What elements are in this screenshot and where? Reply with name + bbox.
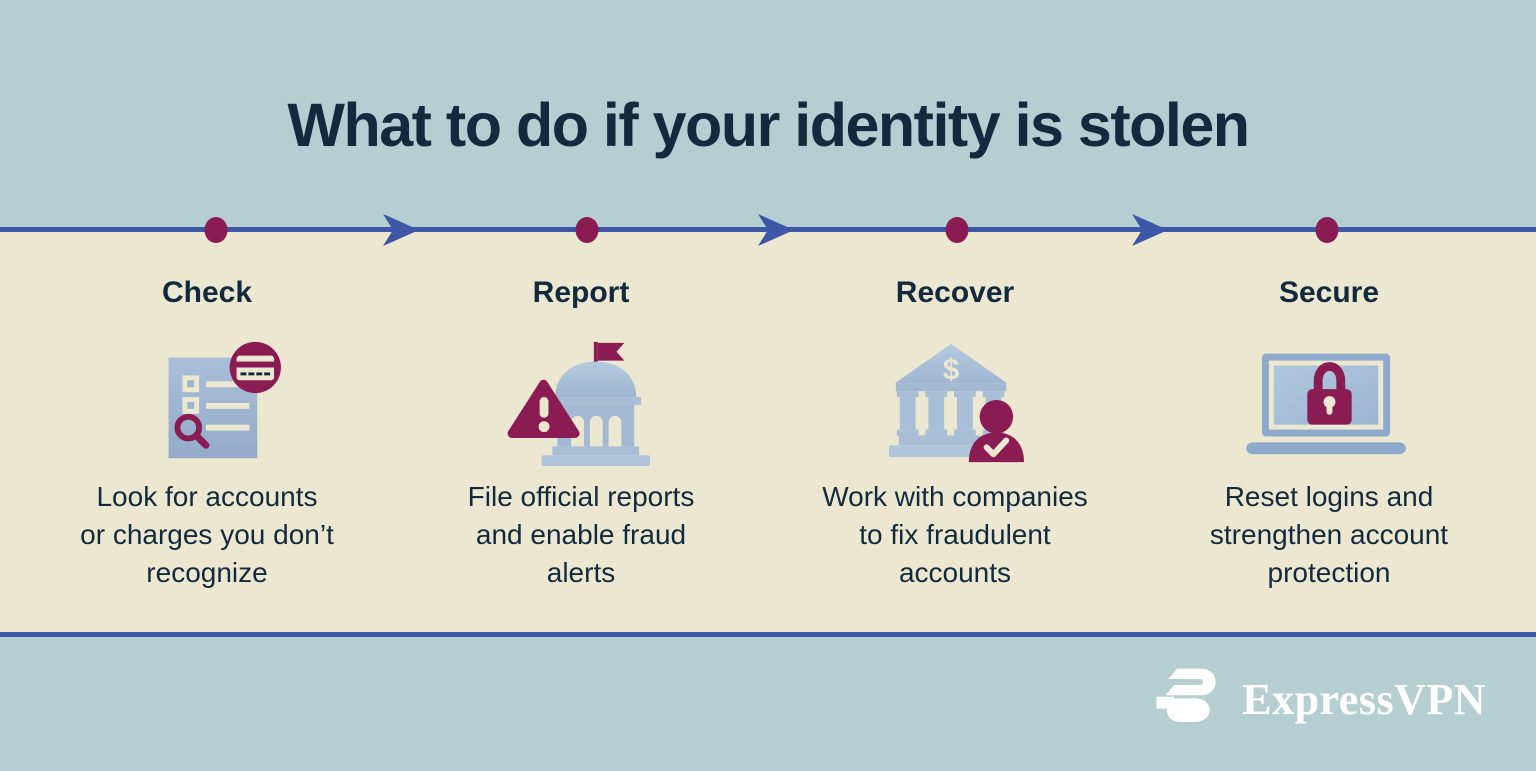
step-check-title: Check xyxy=(161,276,253,309)
timeline-arrow-icon xyxy=(383,214,419,246)
step-secure-description: Reset logins and strengthen account prot… xyxy=(1209,481,1449,588)
document-search-icon xyxy=(20,332,394,470)
timeline-dot-check xyxy=(204,217,228,243)
header-section: What to do if your identity is stolen xyxy=(0,0,1536,230)
step-report: Report xyxy=(394,276,768,592)
step-recover-title: Recover xyxy=(895,276,1015,309)
timeline-arrow-icon xyxy=(1132,214,1168,246)
steps-section: Check xyxy=(0,230,1536,632)
timeline-dot-secure xyxy=(1315,217,1339,243)
step-check-description: Look for accounts or charges you don’t r… xyxy=(80,481,334,588)
step-recover: Recover $ xyxy=(768,276,1142,592)
brand-logo: ExpressVPN xyxy=(1152,665,1486,733)
steps-row: Check xyxy=(0,230,1536,592)
footer-section: ExpressVPN xyxy=(0,637,1536,771)
brand-wordmark: ExpressVPN xyxy=(1242,674,1486,724)
step-secure: Secure xyxy=(1142,276,1516,592)
svg-text:$: $ xyxy=(943,353,960,386)
divider-line xyxy=(0,632,1536,637)
government-building-warning-icon xyxy=(394,332,768,470)
timeline-arrow-icon xyxy=(758,214,794,246)
laptop-padlock-icon xyxy=(1142,332,1516,470)
bank-person-check-icon: $ xyxy=(768,332,1142,470)
step-report-description: File official reports and enable fraud a… xyxy=(467,481,695,588)
timeline-dot-report xyxy=(575,217,599,243)
step-recover-description: Work with companies to fix fraudulent ac… xyxy=(822,481,1088,588)
step-secure-title: Secure xyxy=(1278,276,1380,309)
timeline-dot-recover xyxy=(945,217,969,243)
step-report-title: Report xyxy=(532,276,630,309)
step-check: Check xyxy=(20,276,394,592)
page-title: What to do if your identity is stolen xyxy=(287,91,1250,159)
expressvpn-logo-icon xyxy=(1152,665,1226,733)
